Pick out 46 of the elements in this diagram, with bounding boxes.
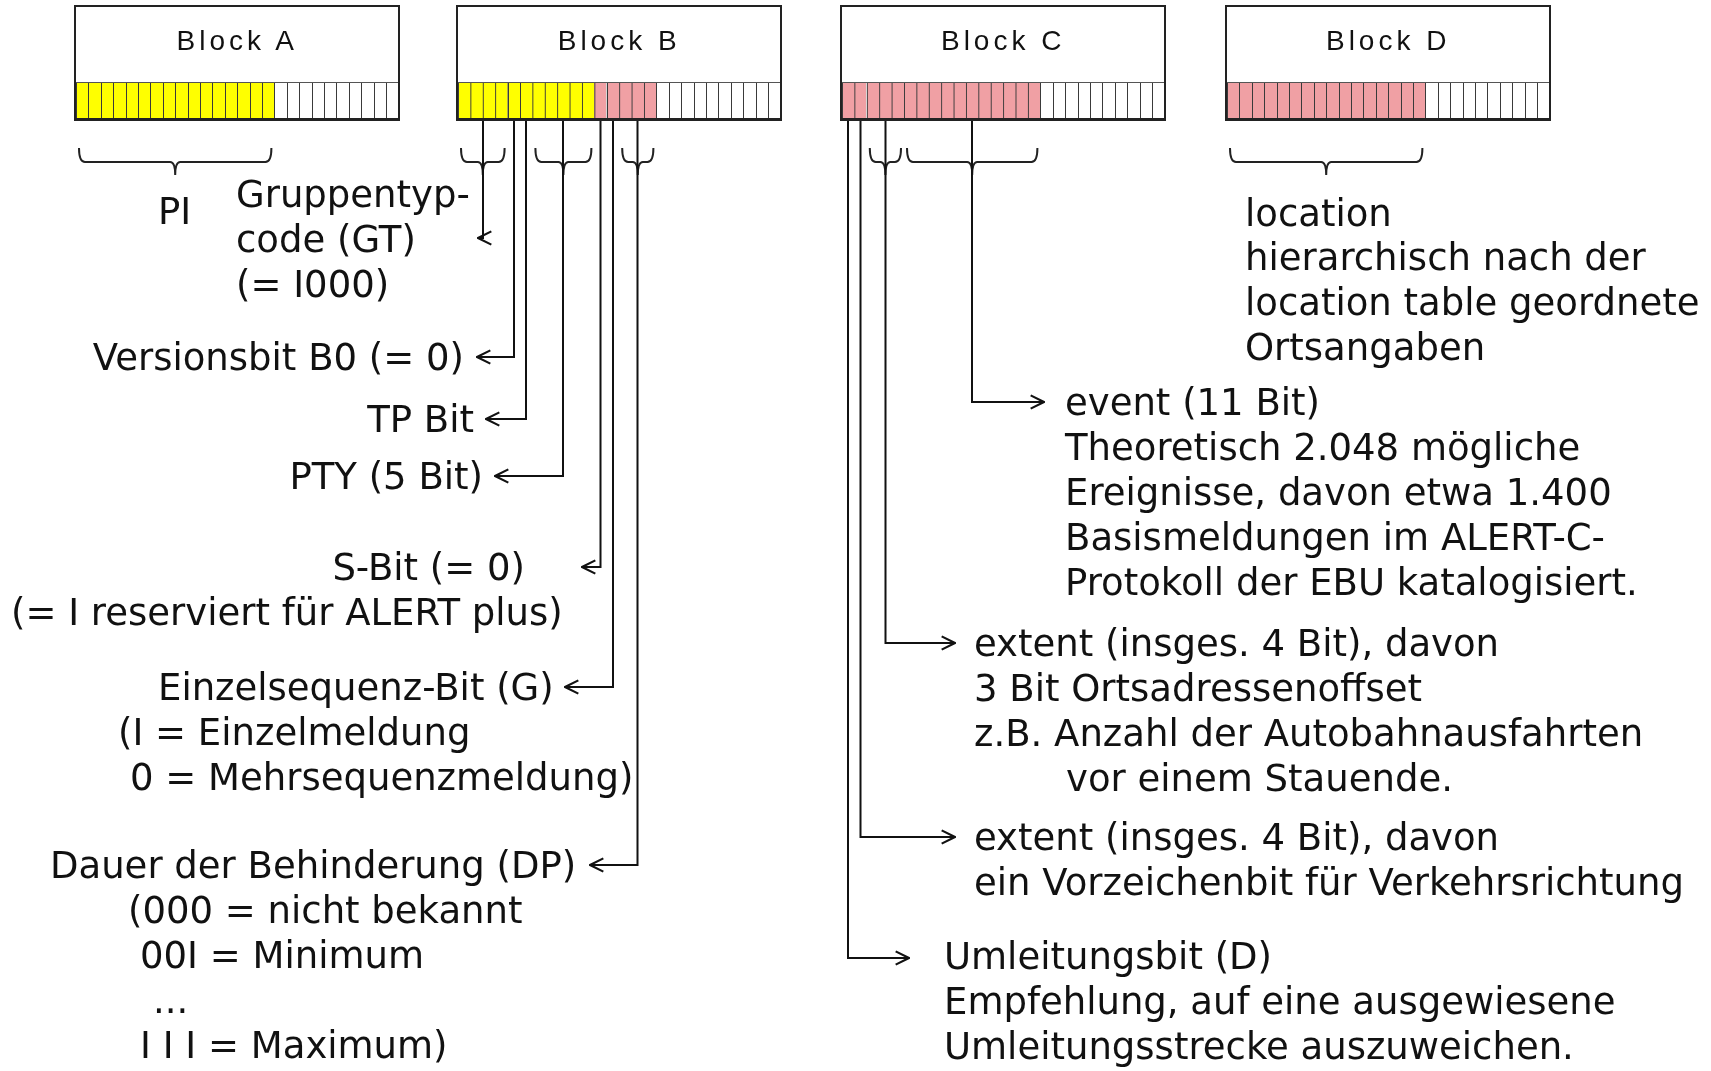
bit-field <box>508 83 520 118</box>
annotation-text: ... <box>152 978 190 1023</box>
block-title: Block D <box>1324 24 1452 58</box>
bit-field <box>532 83 594 118</box>
annotation-text: (000 = nicht bekannt <box>127 888 524 933</box>
data-block <box>1225 5 1552 121</box>
bit-field <box>867 83 904 118</box>
annotation-text: (I = Einzelmeldung <box>118 710 472 755</box>
annotation-text: I I I = Maximum) <box>139 1023 449 1068</box>
annotation-text: Empfehlung, auf eine ausgewiesene Umleitungsstrecke auszuweichen. <box>943 979 1617 1069</box>
annotation-text: 00I = Minimum <box>139 933 425 978</box>
bit-field <box>842 83 854 118</box>
data-block <box>456 5 783 121</box>
bit-field <box>854 83 867 118</box>
annotation-text: PI <box>158 189 193 234</box>
annotation-text: Einzelsequenz-Bit (G) <box>157 665 555 710</box>
bit-field <box>594 83 607 118</box>
annotation-text: event (11 Bit) <box>1064 380 1322 425</box>
annotation-text: (= I reserviert für ALERT plus) <box>10 590 564 635</box>
annotation-text: location <box>1245 191 1393 236</box>
bit-field <box>619 83 656 118</box>
block-title: Block B <box>556 24 682 58</box>
data-block <box>840 5 1167 121</box>
annotation-text: extent (insges. 4 Bit), davon <box>973 815 1501 860</box>
annotation-text: extent (insges. 4 Bit), davon <box>973 621 1501 666</box>
annotation-text: z.B. Anzahl der Autobahnausfahrten vor einem Stauende. <box>973 711 1645 801</box>
annotation-text: S-Bit (= 0) <box>331 545 526 590</box>
annotation-text: ein Vorzeichenbit für Verkehrsrichtung <box>973 860 1685 905</box>
bit-field <box>607 83 619 118</box>
block-title: Block C <box>939 24 1067 58</box>
bit-field <box>904 83 1040 118</box>
annotation-text: Gruppentyp-code (GT) <box>236 172 471 262</box>
annotation-text: 0 = Mehrsequenzmeldung) <box>129 755 635 800</box>
bit-field <box>520 83 532 118</box>
annotation-text: Versionsbit B0 (= 0) <box>91 335 465 380</box>
annotation-text: Theoretisch 2.048 mögliche Ereignisse, davon etwa 1.400 Basismeldungen im ALERT-C-Protokoll der EBU katalogisiert. <box>1064 425 1639 605</box>
annotation-text: PTY (5 Bit) <box>288 454 484 499</box>
annotation-text: 3 Bit Ortsadressenoffset <box>973 666 1424 711</box>
data-block <box>74 5 401 121</box>
annotation-text: (= I000) <box>236 262 391 307</box>
annotation-text: hierarchisch nach der location table geordnete Ortsangaben <box>1245 235 1701 370</box>
annotation-text: Umleitungsbit (D) <box>943 934 1273 979</box>
block-title: Block A <box>175 24 299 58</box>
annotation-text: Dauer der Behinderung (DP) <box>49 843 578 888</box>
bit-field <box>458 83 508 118</box>
annotation-text: TP Bit <box>366 397 475 442</box>
